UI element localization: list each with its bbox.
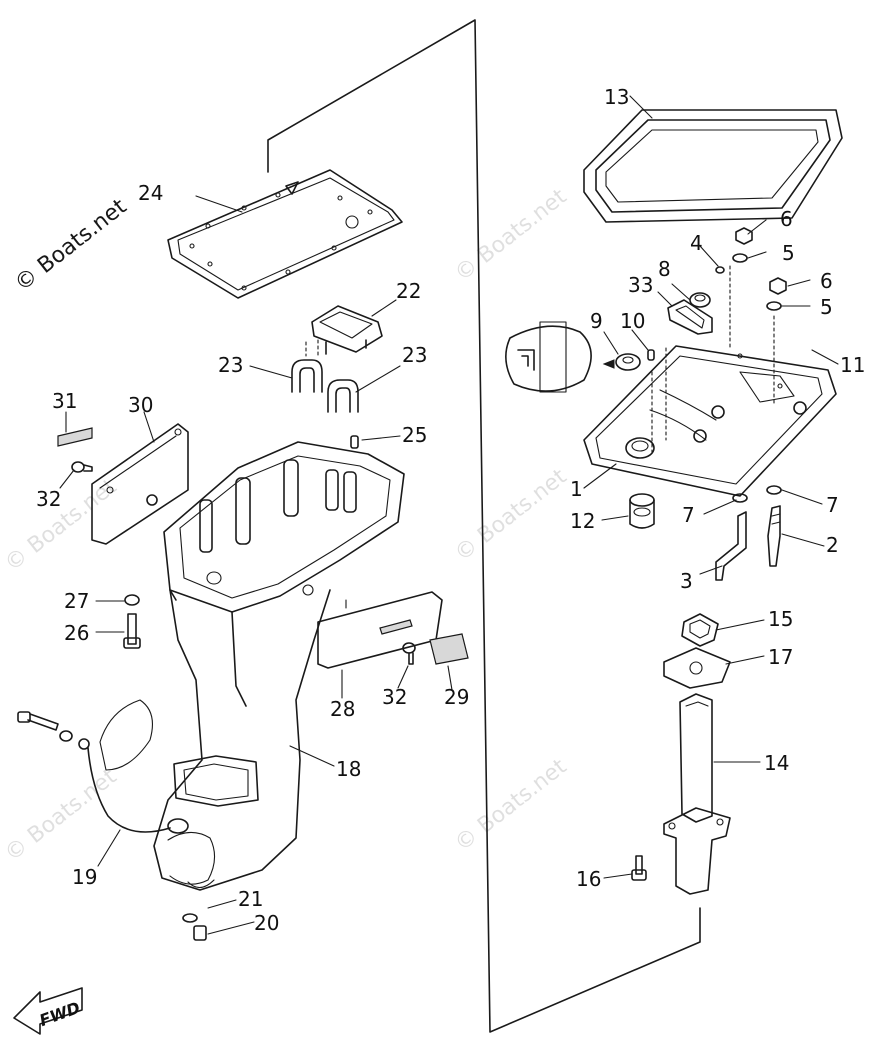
callout-label: 3 (680, 569, 693, 593)
callout-label: 30 (128, 393, 153, 417)
callout-label: 9 (590, 309, 603, 333)
callout-label: 19 (72, 865, 97, 889)
part-16-bolt (631, 855, 647, 881)
callout-label: 16 (576, 867, 601, 891)
callout-label: 32 (382, 685, 407, 709)
part-31-label-strip (57, 427, 93, 447)
callout-label: 22 (396, 279, 421, 303)
callout-label: 29 (444, 685, 469, 709)
part-22-bracket (311, 305, 383, 355)
callout-label: 18 (336, 757, 361, 781)
callout-label: 8 (658, 257, 671, 281)
callout-labels: 24 22 23 23 25 31 30 32 27 26 28 32 29 1… (36, 85, 865, 935)
part-18-upper-casing (153, 441, 405, 891)
part-13-seal-ring (583, 109, 843, 223)
callout-label: 15 (768, 607, 793, 631)
watermark-faint: © Boats.net (450, 754, 571, 857)
part-28-right-cover (317, 591, 469, 669)
callout-label: 17 (768, 645, 793, 669)
part-3-bracket (715, 511, 747, 581)
callout-label: 23 (402, 343, 427, 367)
part-20-21-drain (182, 913, 207, 941)
part-24-gasket (167, 169, 403, 299)
watermark-faint: © Boats.net (450, 184, 571, 287)
part-17-gasket (663, 647, 731, 689)
part-8-grommet (689, 292, 711, 308)
callout-label: 12 (570, 509, 595, 533)
callout-label: 2 (826, 533, 839, 557)
callout-label: 11 (840, 353, 865, 377)
part-9-10-fittings (602, 349, 655, 371)
part-1-bottom-plate (583, 265, 837, 497)
callout-label: 4 (690, 231, 703, 255)
part-19-ground-cable (17, 699, 171, 833)
part-23-clips (291, 339, 359, 413)
detail-inset (505, 321, 592, 393)
part-33-seal (667, 299, 713, 335)
callout-label: 23 (218, 353, 243, 377)
callout-label: 32 (36, 487, 61, 511)
callout-label: 10 (620, 309, 645, 333)
watermark-main: © Boats.net (10, 194, 131, 297)
callout-label: 24 (138, 181, 163, 205)
callout-label: 14 (764, 751, 789, 775)
callout-label: 20 (254, 911, 279, 935)
part-7-washers (732, 485, 782, 503)
part-25-pin (350, 435, 359, 449)
part-14-exhaust-guide (663, 693, 731, 895)
assembly-frame (267, 19, 701, 1033)
callout-label: 25 (402, 423, 427, 447)
part-2-hose-fitting (767, 505, 781, 567)
callout-label: 5 (782, 241, 795, 265)
part-15-seal (681, 613, 719, 647)
part-5-6-nuts-washers (715, 227, 787, 311)
part-26-27-bolt-washer (123, 594, 141, 649)
callout-label: 21 (238, 887, 263, 911)
part-30-left-cover (57, 423, 189, 545)
callout-label: 26 (64, 621, 89, 645)
callout-label: 6 (820, 269, 833, 293)
fwd-arrow-icon: FWD (13, 987, 83, 1035)
callout-label: 13 (604, 85, 629, 109)
callout-label: 7 (682, 503, 695, 527)
callout-label: 1 (570, 477, 583, 501)
watermark-faint: © Boats.net (0, 764, 121, 867)
callout-label: 27 (64, 589, 89, 613)
callout-label: 6 (780, 207, 793, 231)
leader-lines (59, 95, 839, 935)
fwd-label: FWD (37, 998, 83, 1030)
callout-label: 7 (826, 493, 839, 517)
part-29-label (429, 633, 469, 665)
callout-label: 5 (820, 295, 833, 319)
callout-label: 33 (628, 273, 653, 297)
callout-label: 31 (52, 389, 77, 413)
callout-label: 28 (330, 697, 355, 721)
watermark-faint: © Boats.net (450, 464, 571, 567)
part-32-screws (71, 461, 416, 665)
part-12-grommet (629, 493, 655, 529)
